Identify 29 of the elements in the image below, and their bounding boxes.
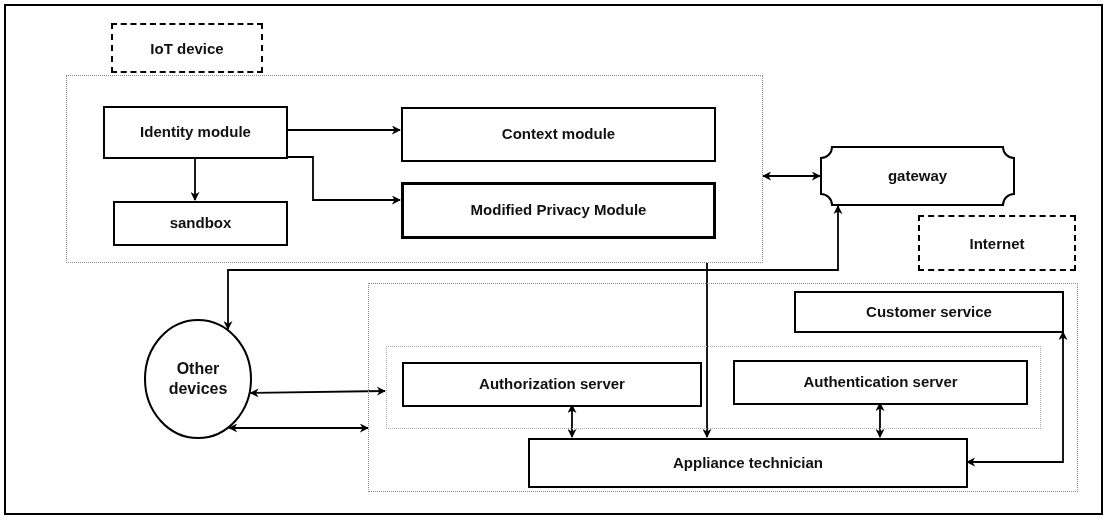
process-box	[528, 438, 968, 488]
node-label: Other devices	[167, 359, 229, 399]
arrow	[762, 171, 821, 181]
node-label: Customer service	[866, 302, 992, 322]
process-box	[103, 106, 288, 159]
group-container	[386, 346, 1041, 429]
process-box	[794, 291, 1064, 333]
node-label: Identity module	[140, 123, 251, 142]
process-box	[401, 182, 716, 239]
arrow	[249, 386, 386, 398]
node-label: Context module	[501, 125, 616, 144]
process-box	[401, 107, 716, 162]
node-label: sandbox	[169, 214, 232, 233]
arrow	[228, 423, 369, 433]
node-label: Modified Privacy Module	[470, 201, 647, 220]
group-heading: IoT device	[111, 23, 263, 73]
arrow	[702, 262, 712, 438]
process-box	[733, 360, 1028, 405]
node-label: Appliance technician	[672, 453, 823, 473]
gateway-shape	[820, 146, 1015, 206]
node-label: Authorization server	[479, 375, 625, 394]
process-box	[402, 362, 702, 407]
node-label: gateway	[887, 166, 948, 186]
device-ellipse	[144, 319, 252, 439]
arrow	[190, 157, 200, 201]
process-box	[113, 201, 288, 246]
group-heading: Internet	[918, 215, 1076, 271]
node-label: Authentication server	[803, 373, 958, 392]
arrow	[223, 205, 843, 330]
